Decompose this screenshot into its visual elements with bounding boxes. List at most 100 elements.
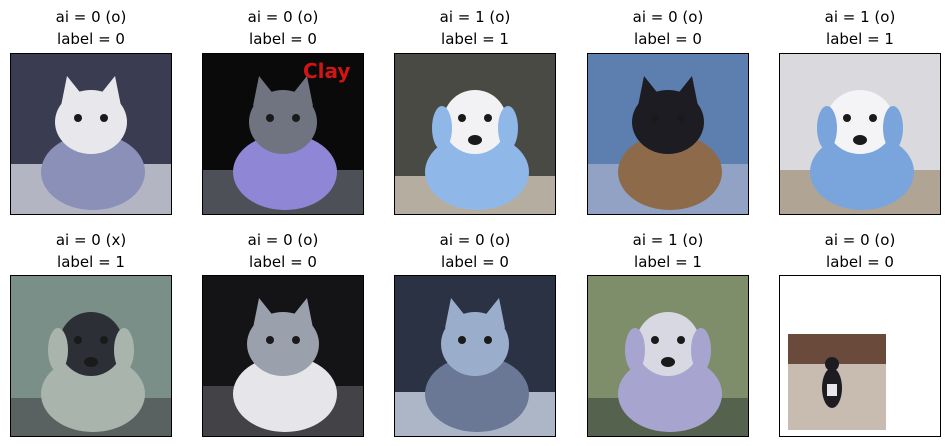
animal-body — [233, 134, 337, 210]
cat-ear-right — [676, 76, 698, 106]
panel-image: Clay — [202, 53, 364, 215]
animal-head — [441, 312, 509, 376]
cat-ear-left — [253, 298, 275, 328]
panel-image — [202, 275, 364, 437]
animal-eye-right — [677, 114, 685, 122]
cat-ear-left — [638, 76, 660, 106]
dog-photo-image — [780, 54, 940, 214]
dog-photo-image — [780, 276, 940, 436]
panel-title-line1: ai = 1 (o) — [439, 8, 511, 26]
animal-head — [55, 90, 127, 154]
animal-head — [247, 312, 319, 376]
dog-ear-right — [498, 106, 518, 150]
cat-ear-right — [483, 298, 505, 328]
panel-title-line1: ai = 0 (o) — [247, 8, 319, 26]
panel-title-line2: label = 0 — [249, 253, 317, 271]
animal-eye-right — [484, 114, 492, 122]
panel-title-line1: ai = 0 (o) — [632, 8, 704, 26]
dog-nose — [661, 357, 675, 367]
photo-overlay-text: Clay — [303, 59, 350, 83]
panel-title-line1: ai = 1 (o) — [824, 8, 896, 26]
panel-image — [10, 275, 172, 437]
cat-photo-image — [203, 276, 363, 436]
panel-title-line1: ai = 1 (o) — [632, 231, 704, 249]
animal-head — [443, 90, 507, 154]
cat-ear-right — [291, 76, 313, 106]
animal-head — [59, 312, 123, 376]
panel-title-line1: ai = 0 (o) — [55, 8, 127, 26]
animal-eye-left — [74, 114, 82, 122]
animal-eye-left — [266, 114, 274, 122]
panel-image — [779, 275, 941, 437]
animal-eye-right — [869, 114, 877, 122]
dog-photo-image — [588, 276, 748, 436]
animal-body — [618, 356, 722, 432]
animal-eye-left — [843, 114, 851, 122]
animal-eye-right — [100, 336, 108, 344]
cat-ear-left — [253, 76, 275, 106]
dog-ear-right — [691, 328, 711, 372]
animal-body — [810, 134, 914, 210]
animal-body — [425, 356, 529, 432]
panel-image — [587, 53, 749, 215]
dog-ear-right — [114, 328, 134, 372]
panel-title-line2: label = 0 — [441, 253, 509, 271]
panel-image — [779, 53, 941, 215]
animal-body — [41, 134, 145, 210]
animal-eye-left — [458, 114, 466, 122]
cat-photo-image — [11, 54, 171, 214]
panel-title-line1: ai = 0 (o) — [824, 231, 896, 249]
dog-ear-left — [817, 106, 837, 150]
animal-eye-left — [651, 336, 659, 344]
animal-body — [425, 134, 529, 210]
animal-head — [249, 90, 317, 154]
animal-eye-left — [651, 114, 659, 122]
cat-photo-image — [395, 276, 555, 436]
panel-title-line2: label = 0 — [826, 253, 894, 271]
dog-chest — [827, 384, 837, 396]
animal-eye-right — [677, 336, 685, 344]
animal-body — [618, 134, 722, 210]
panel-image — [394, 53, 556, 215]
panel-title-line2: label = 0 — [57, 30, 125, 48]
panel-title-line2: label = 1 — [441, 30, 509, 48]
dog-ear-left — [48, 328, 68, 372]
dog-head — [825, 357, 839, 371]
cat-ear-right — [291, 298, 313, 328]
cat-ear-right — [99, 76, 121, 106]
dog-ear-right — [883, 106, 903, 150]
animal-eye-right — [292, 336, 300, 344]
panel-title-line1: ai = 0 (o) — [439, 231, 511, 249]
panel-title-line2: label = 1 — [57, 253, 125, 271]
cat-photo-image: Clay — [203, 54, 363, 214]
cat-ear-left — [61, 76, 83, 106]
dog-ear-left — [432, 106, 452, 150]
dog-nose — [468, 135, 482, 145]
animal-eye-left — [458, 336, 466, 344]
panel-title-line1: ai = 0 (x) — [55, 231, 127, 249]
animal-head — [636, 312, 700, 376]
animal-head — [632, 90, 704, 154]
animal-eye-right — [484, 336, 492, 344]
panel-title-line1: ai = 0 (o) — [247, 231, 319, 249]
dog-photo-image — [395, 54, 555, 214]
dog-photo-image — [11, 276, 171, 436]
animal-eye-right — [292, 114, 300, 122]
panel-image — [587, 275, 749, 437]
animal-body — [41, 356, 145, 432]
cat-ear-left — [445, 298, 467, 328]
panel-title-line2: label = 1 — [634, 253, 702, 271]
cat-photo-image — [588, 54, 748, 214]
dog-ear-left — [625, 328, 645, 372]
panel-image — [394, 275, 556, 437]
animal-eye-left — [74, 336, 82, 344]
panel-image — [10, 53, 172, 215]
animal-eye-right — [100, 114, 108, 122]
panel-title-line2: label = 0 — [249, 30, 317, 48]
panel-title-line2: label = 0 — [634, 30, 702, 48]
animal-eye-left — [266, 336, 274, 344]
panel-title-line2: label = 1 — [826, 30, 894, 48]
animal-head — [826, 90, 894, 154]
inset-photo-wall — [788, 334, 886, 364]
animal-body — [233, 356, 337, 432]
